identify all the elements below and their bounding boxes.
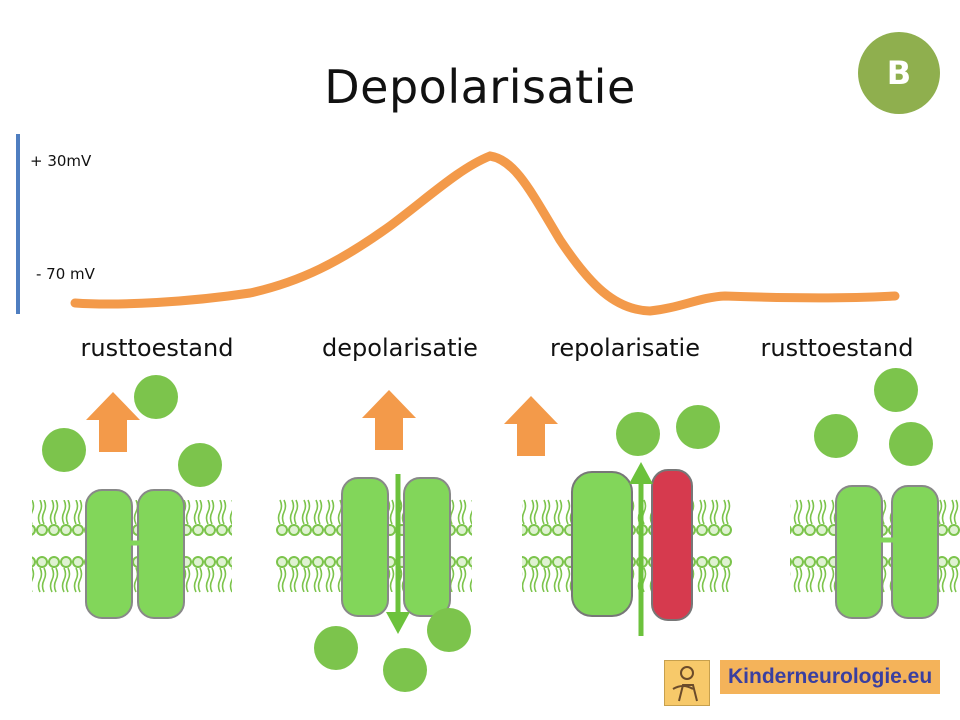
arrow-up-1	[86, 392, 140, 452]
phase-label-3: repolarisatie	[550, 334, 700, 362]
ion	[42, 428, 86, 472]
action-potential-curve	[70, 151, 900, 316]
channel-repolarisatie-3	[571, 469, 693, 621]
channel-open-2	[341, 477, 451, 617]
ion	[134, 375, 178, 419]
axis-label-bottom: - 70 mV	[36, 265, 95, 283]
ion	[874, 368, 918, 412]
ion	[676, 405, 720, 449]
channel-closed-4	[835, 485, 939, 619]
phase-label-2: depolarisatie	[322, 334, 478, 362]
arrow-up-2	[362, 390, 416, 450]
channel-closed-1	[85, 489, 185, 619]
logo-figure-icon	[664, 660, 710, 706]
ion	[427, 608, 471, 652]
ion	[616, 412, 660, 456]
ion	[814, 414, 858, 458]
ion	[889, 422, 933, 466]
phase-label-1: rusttoestand	[80, 334, 234, 362]
voltage-axis	[16, 134, 20, 314]
phase-label-4: rusttoestand	[760, 334, 914, 362]
arrow-up-3	[504, 396, 558, 456]
slide-badge: B	[858, 32, 940, 114]
ion	[314, 626, 358, 670]
ion	[178, 443, 222, 487]
page-title: Depolarisatie	[324, 60, 636, 114]
axis-label-top: + 30mV	[30, 152, 92, 170]
brand-logo[interactable]: Kinderneurologie.eu	[664, 660, 941, 706]
logo-text[interactable]: Kinderneurologie.eu	[720, 660, 941, 694]
ion	[383, 648, 427, 692]
